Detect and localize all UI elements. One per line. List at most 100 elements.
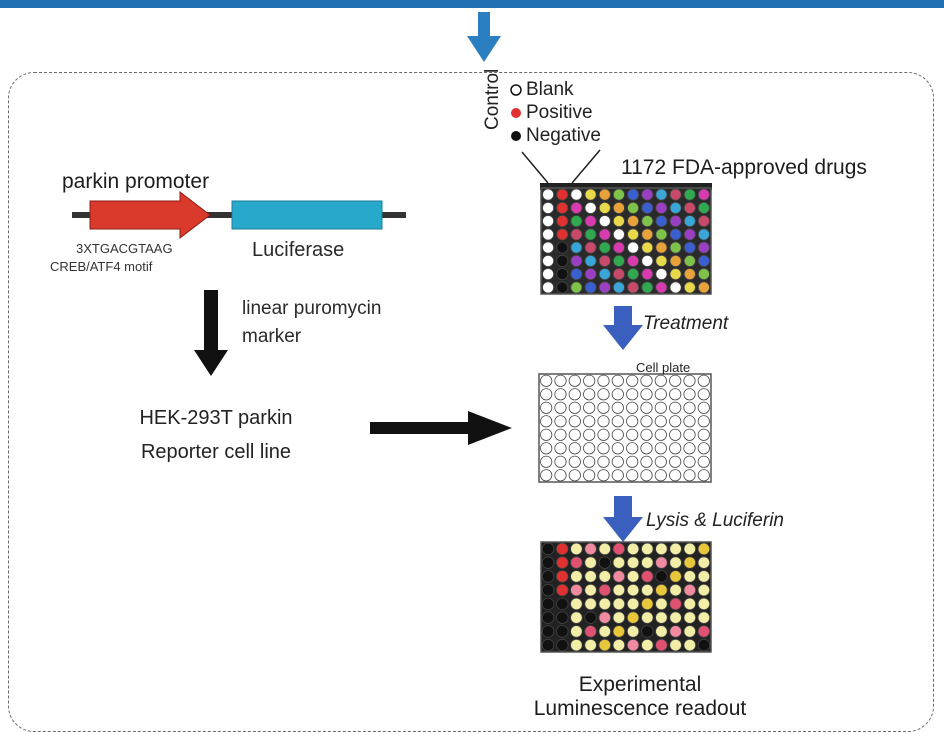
plate-well <box>697 597 711 611</box>
plate-well <box>598 570 612 583</box>
plate-well <box>669 597 682 611</box>
plate-well <box>556 201 569 214</box>
plate-well <box>597 428 610 441</box>
plate-well <box>655 268 668 281</box>
plate-well <box>554 415 567 428</box>
plate-well <box>655 625 668 638</box>
plate-well <box>626 611 640 624</box>
plate-well <box>542 268 555 281</box>
plate-well <box>540 374 553 387</box>
plate-well <box>697 556 711 569</box>
plate-well <box>612 611 626 624</box>
plate-well <box>683 188 696 201</box>
plate-well <box>612 556 626 569</box>
plate-well <box>584 268 597 281</box>
luciferase-box <box>231 200 383 230</box>
plate-well <box>655 188 668 201</box>
plate-well <box>611 388 624 401</box>
plate-well <box>598 201 611 214</box>
plate-well <box>697 638 711 652</box>
plate-well <box>583 415 596 428</box>
cell-line-type: Reporter cell line <box>140 441 292 463</box>
plate-well <box>556 597 569 611</box>
plate-well <box>584 556 597 569</box>
plate-well <box>583 401 596 414</box>
plate-well <box>697 415 710 428</box>
treatment-arrow <box>603 306 643 350</box>
plate-well <box>697 281 710 294</box>
plate-well <box>655 570 668 583</box>
plate-well <box>611 415 624 428</box>
plate-well <box>669 415 682 428</box>
plate-well <box>612 228 625 241</box>
plate-well <box>570 254 583 267</box>
plate-well <box>584 215 597 228</box>
plate-well <box>570 215 583 228</box>
plate-well <box>626 428 639 441</box>
plate-well <box>655 281 668 294</box>
negative-legend-dot <box>511 131 521 141</box>
plate-well <box>697 570 711 583</box>
plate-well <box>554 401 567 414</box>
plate-well <box>612 268 625 281</box>
plate-well <box>584 228 597 241</box>
plate-well <box>655 583 668 597</box>
plate-well <box>598 215 611 228</box>
plate-well <box>626 442 639 455</box>
plate-well <box>697 201 710 214</box>
plate-well <box>612 188 625 201</box>
plate-well <box>669 638 682 652</box>
plate-well <box>640 469 653 482</box>
control-leader-line <box>521 151 549 184</box>
plate-well <box>583 455 596 468</box>
drug-plate <box>540 187 712 295</box>
plate-well <box>584 281 597 294</box>
plate-well <box>583 428 596 441</box>
plate-well <box>568 415 581 428</box>
plate-well <box>683 388 696 401</box>
plate-well <box>683 611 697 624</box>
plate-well <box>683 228 696 241</box>
plate-well <box>612 281 625 294</box>
plate-well <box>669 570 682 583</box>
blank-legend-dot <box>510 84 522 96</box>
plate-well <box>669 215 682 228</box>
plate-well <box>570 597 583 611</box>
plate-well <box>568 374 581 387</box>
plate-well <box>683 442 696 455</box>
plate-well <box>641 254 654 267</box>
plate-well <box>641 201 654 214</box>
plate-well <box>627 241 640 254</box>
readout-line-1: Experimental <box>578 673 702 696</box>
plate-well <box>640 428 653 441</box>
plate-well <box>627 215 640 228</box>
plate-well <box>554 455 567 468</box>
plate-well <box>570 583 583 597</box>
plate-well <box>626 401 639 414</box>
plate-well <box>641 542 654 556</box>
plate-well <box>669 401 682 414</box>
plate-well <box>584 611 597 624</box>
promoter-label: parkin promoter <box>62 170 210 193</box>
plate-well <box>697 428 710 441</box>
plate-well <box>612 241 625 254</box>
plate-well <box>570 201 583 214</box>
plate-well <box>611 374 624 387</box>
plate-well <box>697 228 710 241</box>
plate-well <box>570 556 583 569</box>
plate-well <box>597 442 610 455</box>
plate-well <box>556 268 569 281</box>
plate-well <box>683 428 696 441</box>
plate-well <box>627 228 640 241</box>
plate-well <box>627 281 640 294</box>
plate-well <box>697 611 711 624</box>
plate-well <box>683 469 696 482</box>
plate-well <box>641 215 654 228</box>
plate-well <box>542 201 555 214</box>
plate-well <box>669 542 682 556</box>
readout-line-2: Luminescence readout <box>533 697 747 720</box>
plate-well <box>683 415 696 428</box>
plate-well <box>612 583 626 597</box>
control-leader-line <box>571 149 601 184</box>
plate-well <box>598 268 611 281</box>
